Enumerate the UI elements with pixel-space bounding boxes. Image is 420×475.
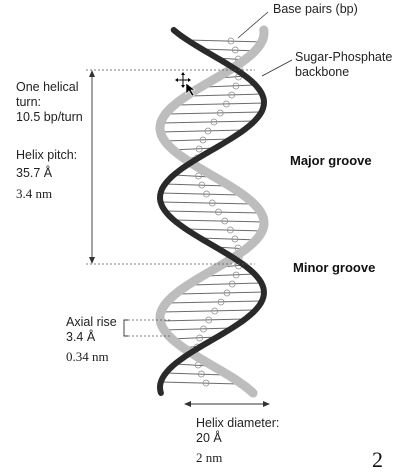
base-pair-rung [159, 318, 246, 322]
base-ring [203, 190, 210, 198]
base-pair-rung [190, 282, 262, 286]
major-groove-label: Major groove [290, 153, 372, 168]
base-pair-rung [165, 372, 225, 376]
axial-rise-label-line1: Axial rise [66, 315, 117, 329]
base-ring [195, 172, 202, 180]
base-pair-rung [200, 237, 258, 241]
base-ring [200, 325, 207, 333]
base-pair-rung [201, 48, 257, 52]
base-pair-rung [177, 291, 265, 295]
base-ring [204, 127, 212, 135]
base-ring [217, 298, 225, 306]
base-ring [223, 100, 230, 108]
helix-diameter-label-line2: 20 Å [196, 431, 222, 445]
base-ring [231, 46, 239, 54]
base-pair-rung [160, 192, 241, 196]
base-ring [221, 217, 229, 225]
base-pair-rung [167, 111, 262, 115]
base-pair-rung [160, 129, 244, 133]
base-pair-rung [160, 201, 253, 205]
base-pair-rung [161, 309, 256, 313]
backbone-label-line2: backbone [295, 65, 350, 79]
base-ring [216, 109, 224, 117]
helical-turn-label-line2: turn: [16, 95, 42, 109]
base-pair-rung [160, 381, 240, 385]
diameter-arrow-right [263, 401, 270, 407]
sugar-phosphate-strand-dark [156, 27, 268, 396]
base-pair-rungs [159, 37, 265, 387]
helix-pitch-label-line1: Helix pitch: [16, 148, 78, 162]
helical-turn-label-line1: One helical [16, 80, 79, 94]
base-ring [228, 280, 236, 288]
page-number: 2 [372, 447, 383, 472]
base-pair-rung [185, 228, 264, 232]
base-pair-rung [165, 183, 227, 187]
axial-rise-label-line3: 0.34 nm [66, 349, 109, 364]
base-ring [232, 82, 240, 90]
rise-bracket [123, 319, 128, 337]
base-pair-rung [176, 102, 265, 106]
base-pair-rung [161, 120, 255, 124]
diameter-arrow-left [184, 401, 191, 407]
base-ring [195, 145, 203, 153]
base-pair-rung [163, 138, 231, 142]
base-ring [227, 226, 234, 234]
base-ring [232, 271, 240, 279]
base-ring [205, 316, 213, 324]
backbone-pointer [261, 59, 293, 77]
base-pair-rung [204, 84, 256, 88]
base-pair-rung [173, 174, 212, 178]
base-ring [223, 289, 231, 297]
base-ring [198, 181, 206, 189]
base-ring [228, 91, 236, 99]
base-pair-rung [205, 273, 255, 277]
base-pair-rung [173, 219, 264, 223]
base-ring [202, 379, 210, 387]
backbone-label-line1: Sugar-Phosphate [295, 50, 393, 64]
base-pairs-label: Base pairs (bp) [273, 2, 358, 16]
base-ring [215, 208, 222, 216]
base-ring [199, 136, 207, 144]
move-cursor-icon [175, 72, 196, 97]
base-ring [198, 370, 205, 378]
pitch-arrow-top [89, 70, 95, 77]
pitch-arrow-bottom [89, 257, 95, 264]
axial-rise-label-line2: 3.4 Å [66, 330, 96, 344]
base-pair-rung [187, 39, 263, 43]
base-ring [208, 199, 216, 207]
base-pair-rung [162, 327, 233, 331]
helical-turn-label-line3: 10.5 bp/turn [16, 110, 83, 124]
base-pairs-pointer [237, 11, 269, 39]
base-pair-rung [189, 93, 263, 97]
base-ring [210, 118, 218, 126]
helix-pitch-label-line2: 35.7 Å [16, 166, 53, 180]
sugar-phosphate-strand-light [155, 25, 269, 398]
helix-diameter-label-line1: Helix diameter: [196, 416, 280, 430]
base-pair-rung [165, 210, 261, 214]
base-pair-rung [167, 300, 263, 304]
base-ring [231, 235, 239, 243]
base-ring [211, 307, 219, 315]
base-ring [227, 37, 235, 45]
base-ring [196, 334, 203, 342]
helix-pitch-label-line3: 3.4 nm [16, 186, 53, 201]
minor-groove-label: Minor groove [293, 260, 376, 275]
helix-diameter-label-line3: 2 nm [196, 450, 223, 465]
